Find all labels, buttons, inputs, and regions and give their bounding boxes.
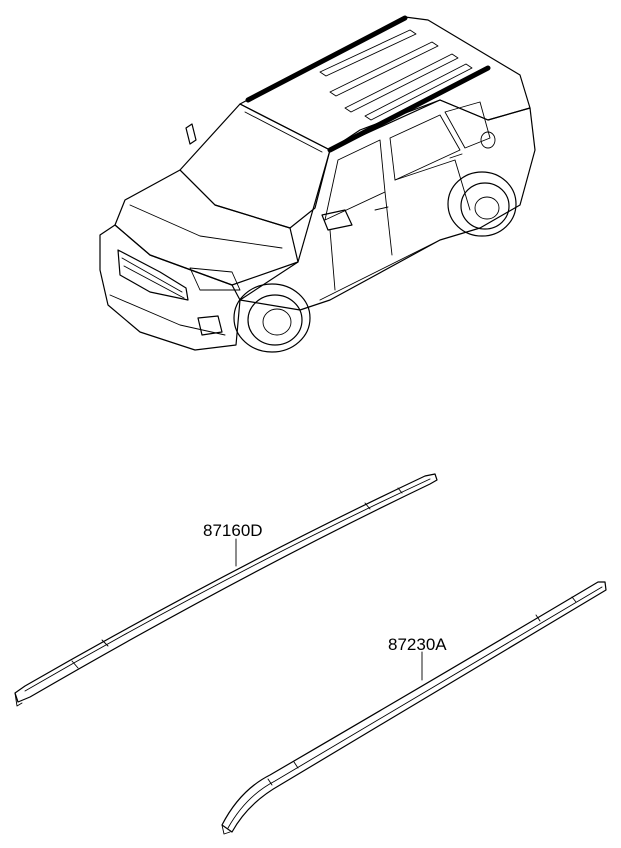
side-mirror bbox=[321, 209, 353, 231]
suv-illustration bbox=[99, 15, 536, 353]
roof-ribs bbox=[319, 29, 473, 121]
part-label-87230A: 87230A bbox=[388, 635, 447, 654]
part-label-87160D: 87160D bbox=[203, 521, 263, 540]
fog-lamp bbox=[197, 315, 223, 336]
car-roof-rail-right bbox=[327, 65, 491, 153]
car-roof-rail-left bbox=[245, 15, 408, 103]
front-wheel bbox=[233, 283, 311, 353]
grille bbox=[117, 249, 189, 301]
roof-rail-87160D bbox=[14, 473, 438, 707]
roof-rail-87230A bbox=[221, 581, 607, 835]
rear-wheel bbox=[447, 171, 517, 237]
